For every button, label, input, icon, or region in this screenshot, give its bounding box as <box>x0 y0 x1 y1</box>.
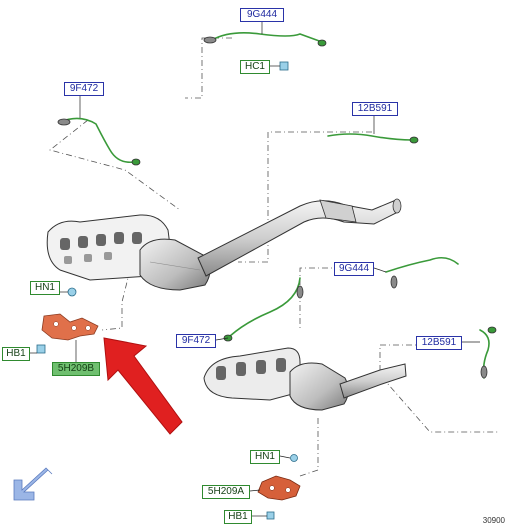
arrow-down-left-icon[interactable] <box>13 467 53 501</box>
arrow-up-left-icon <box>103 337 183 435</box>
callout-lines <box>28 22 480 517</box>
gasket-upper-part <box>41 313 99 341</box>
label-hn1-lower[interactable]: HN1 <box>250 450 280 464</box>
label-hn1-upper[interactable]: HN1 <box>30 281 60 295</box>
label-9f472-top[interactable]: 9F472 <box>64 82 104 96</box>
exhaust-manifold-lower <box>203 347 301 401</box>
label-hb1-upper[interactable]: HB1 <box>2 347 30 361</box>
catalytic-converter-lower <box>289 362 349 411</box>
catalytic-converter-upper <box>139 238 211 291</box>
sensor-wires <box>59 32 490 379</box>
label-12b591-top[interactable]: 12B591 <box>352 102 398 116</box>
connector-top-part <box>279 61 289 71</box>
exhaust-pipe-upper <box>197 198 402 277</box>
label-9f472-mid[interactable]: 9F472 <box>176 334 216 348</box>
label-12b591-low[interactable]: 12B591 <box>416 336 462 350</box>
exhaust-pipe-lower <box>339 363 407 399</box>
label-5h209a[interactable]: 5H209A <box>202 485 250 499</box>
label-9g444-top[interactable]: 9G444 <box>240 8 284 22</box>
gasket-lower-part <box>257 475 301 501</box>
sensor-bodies <box>57 36 497 379</box>
bolt-lower-part <box>266 511 275 520</box>
nut-lower-part <box>290 454 298 462</box>
label-hb1-lower[interactable]: HB1 <box>224 510 252 524</box>
label-9g444-mid[interactable]: 9G444 <box>334 262 374 276</box>
bolt-upper-part <box>36 344 46 354</box>
label-5h209b[interactable]: 5H209B <box>52 362 100 376</box>
nut-upper-part <box>67 287 77 297</box>
label-hc1[interactable]: HC1 <box>240 60 270 74</box>
diagram-reference-code: 30900 <box>482 516 505 525</box>
